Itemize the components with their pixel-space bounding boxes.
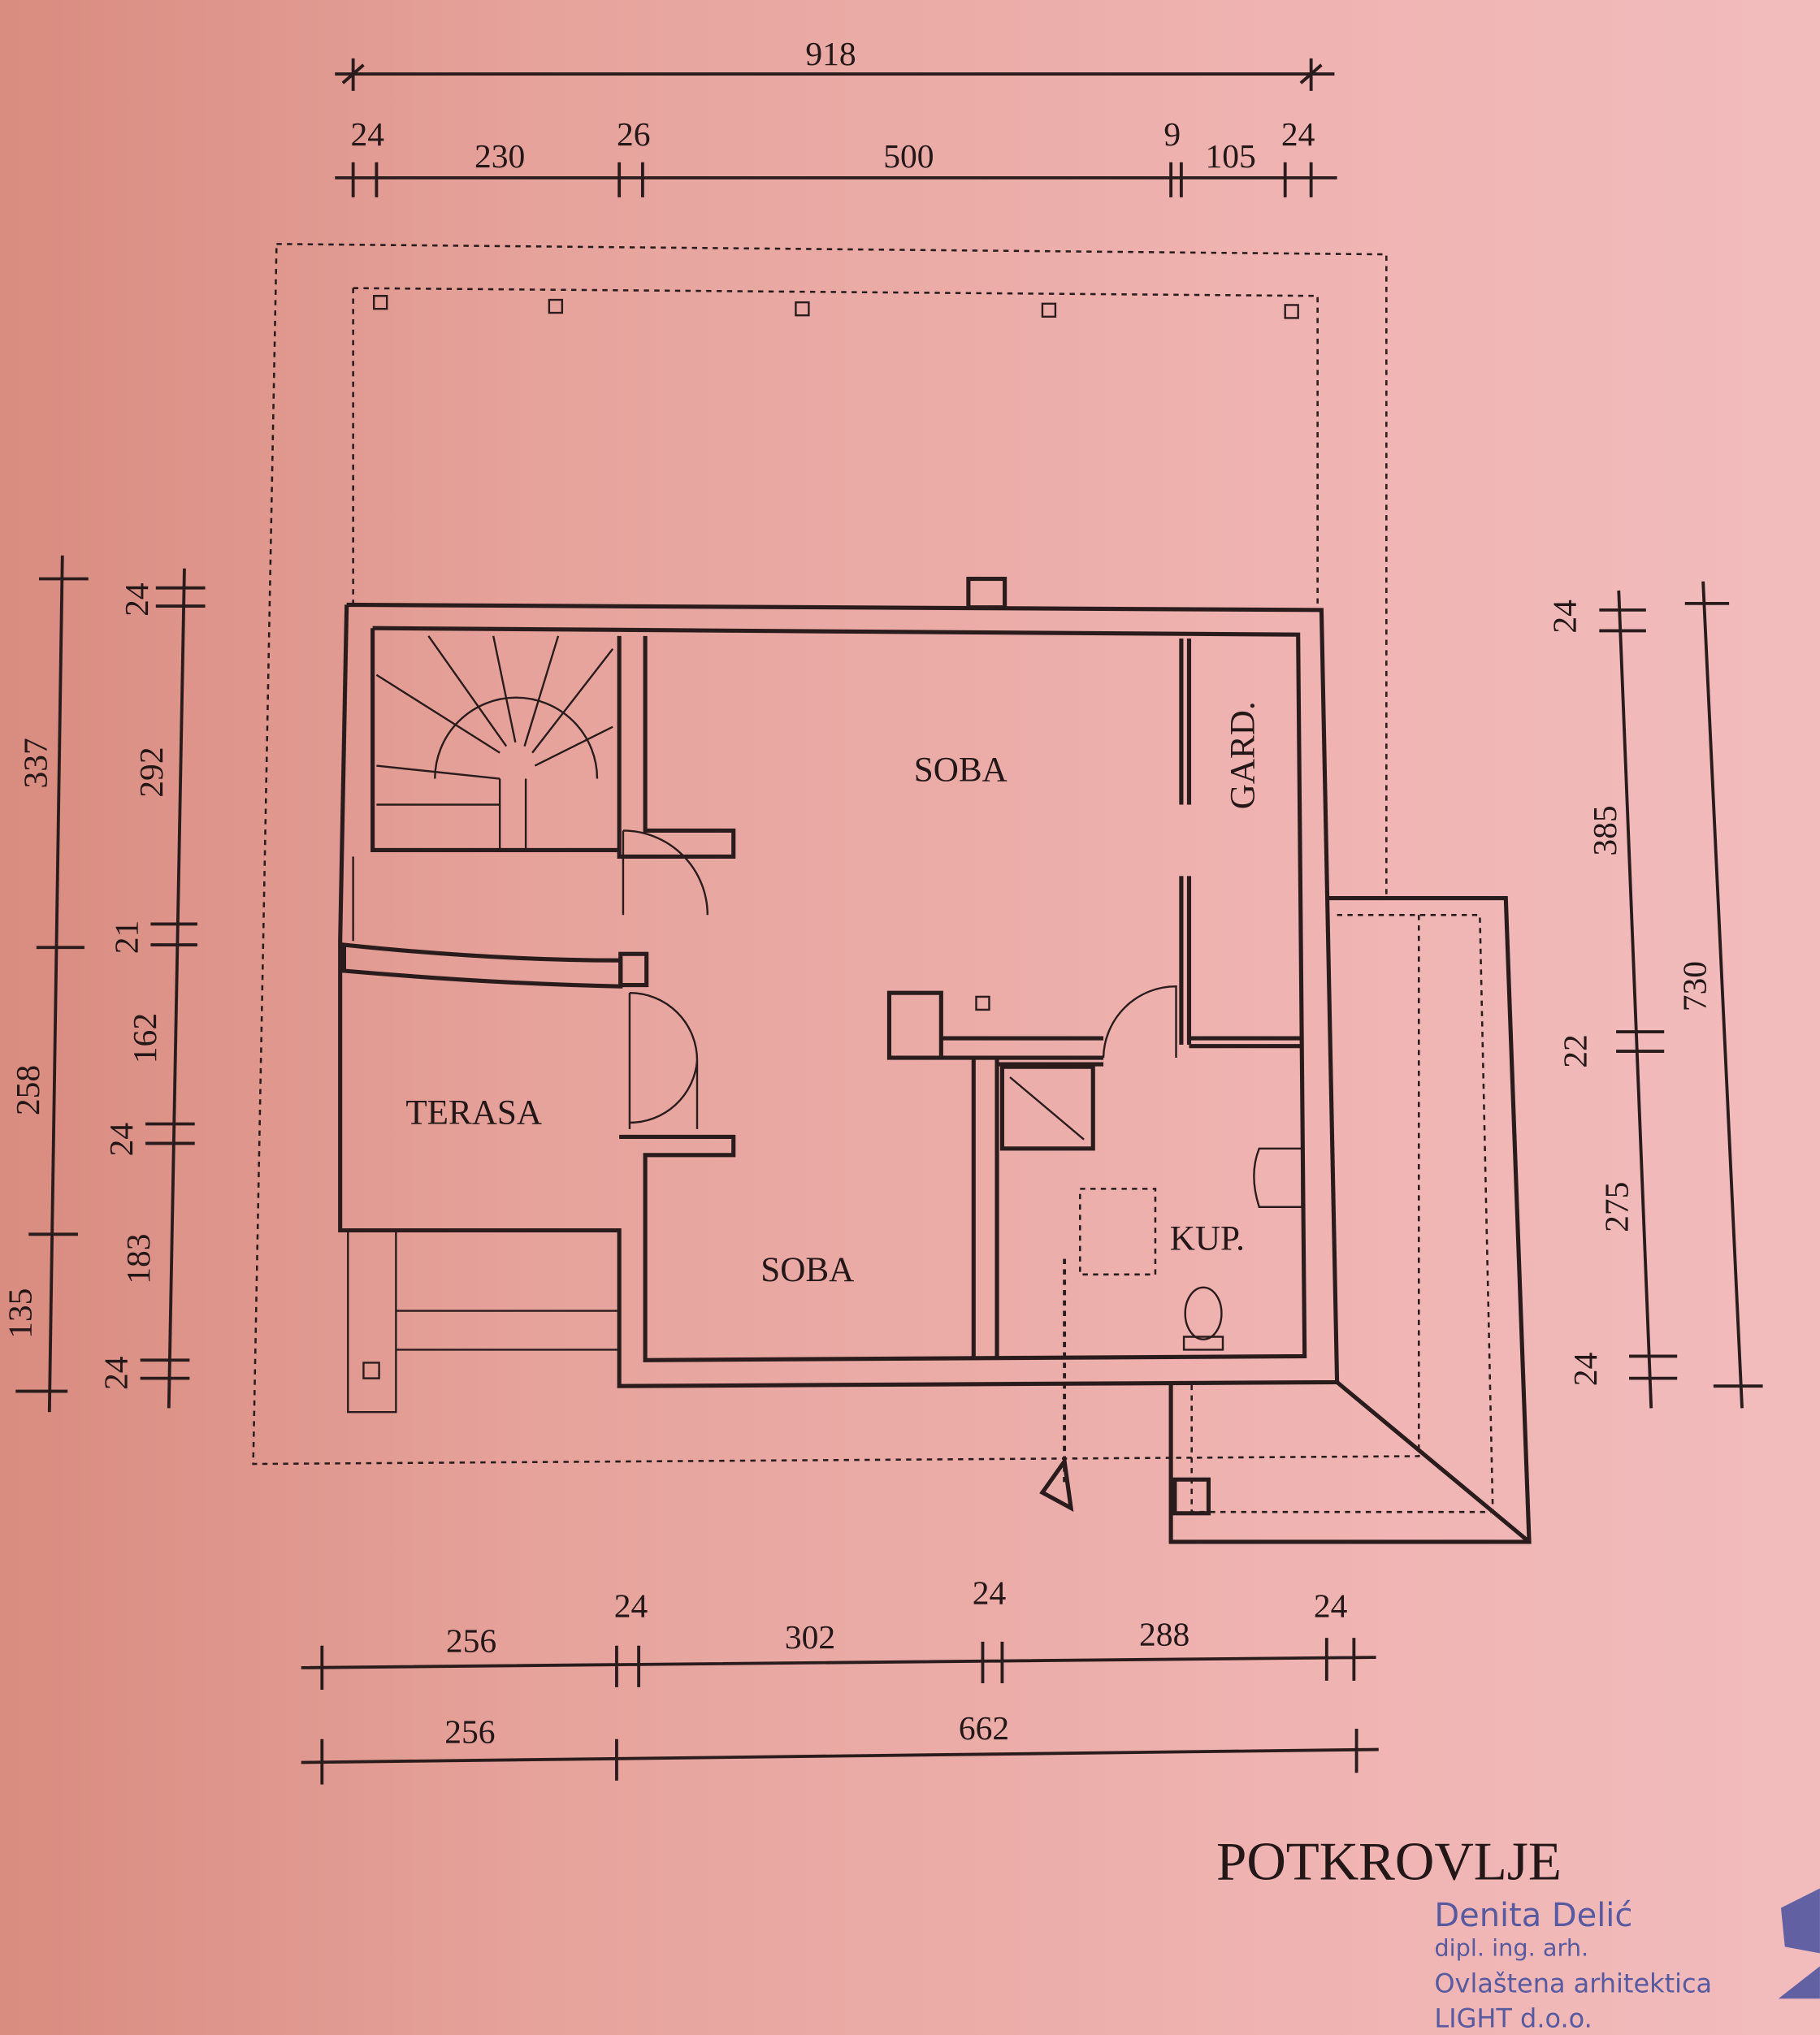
dim-label: 256	[444, 1713, 495, 1751]
dim-label: 24	[350, 115, 384, 153]
dim-label: 21	[107, 920, 145, 955]
walls	[338, 576, 1340, 1388]
dim-label: 292	[132, 747, 170, 797]
dim-label: 258	[9, 1065, 46, 1115]
dim-label: 24	[102, 1123, 140, 1157]
dim-label: 24	[614, 1587, 648, 1625]
dim-label: 105	[1205, 137, 1255, 175]
room-label-gard: GARD.	[1224, 701, 1262, 809]
dim-total-width: 918	[805, 35, 856, 72]
dim-label: 9	[1164, 115, 1181, 153]
balcony	[1168, 895, 1532, 1544]
architect-stamp: Denita Delić dipl. ing. arh. Ovlaštena a…	[1434, 1888, 1820, 2033]
room-label-terasa: TERASA	[405, 1094, 542, 1132]
dim-label: 230	[474, 137, 525, 175]
stamp-logo-icon	[1778, 1888, 1820, 1999]
dim-label: 275	[1597, 1182, 1635, 1232]
dim-label: 135	[1, 1288, 38, 1339]
dim-label: 256	[446, 1622, 496, 1660]
dim-label: 337	[17, 738, 54, 788]
dim-label: 22	[1556, 1034, 1593, 1068]
dim-label: 183	[119, 1234, 157, 1284]
dim-label: 662	[959, 1709, 1009, 1747]
room-label-soba: SOBA	[914, 751, 1008, 790]
spiral-staircase	[375, 635, 708, 916]
dim-label: 24	[1546, 600, 1584, 634]
dim-label: 302	[785, 1618, 835, 1656]
dim-label: 730	[1675, 961, 1713, 1011]
dim-label: 500	[883, 137, 934, 175]
dim-label: 24	[1314, 1587, 1348, 1625]
right-dimensions: 24 385 22 275 24 730	[1546, 581, 1763, 1409]
dim-label: 24	[973, 1574, 1007, 1612]
room-label-kup: KUP.	[1170, 1219, 1245, 1258]
roof-outline	[252, 243, 1420, 1466]
stamp-name: Denita Delić	[1434, 1897, 1632, 1934]
dim-label: 26	[617, 115, 651, 153]
dim-label: 24	[98, 1356, 135, 1390]
dim-label: 162	[126, 1013, 163, 1063]
dim-label: 24	[118, 582, 155, 617]
top-dimensions: 918 24 230 26 500 9 105 24	[335, 35, 1337, 197]
stamp-company: LIGHT d.o.o.	[1434, 2003, 1592, 2033]
stamp-degree: dipl. ing. arh.	[1434, 1934, 1588, 1962]
dim-label: 288	[1139, 1616, 1190, 1653]
stamp-role: Ovlaštena arhitektica	[1434, 1968, 1712, 1998]
dim-label: 385	[1586, 805, 1623, 855]
room-label-soba: SOBA	[760, 1251, 854, 1289]
drawing-title: POTKROVLJE	[1216, 1830, 1562, 1891]
fixtures	[347, 856, 1303, 1513]
bottom-dimensions: 256 24 302 24 288 24 256 662	[301, 1574, 1379, 1785]
left-dimensions: 337 258 135 24 292 21 162 24 183 24	[1, 555, 206, 1413]
dim-label: 24	[1281, 115, 1315, 153]
dim-label: 24	[1566, 1352, 1604, 1386]
